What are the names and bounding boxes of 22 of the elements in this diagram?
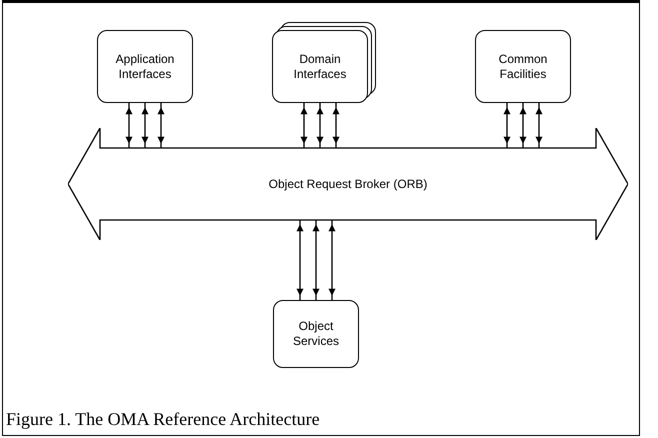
double-arrow bbox=[328, 220, 336, 300]
double-arrow bbox=[296, 220, 304, 300]
rounded-box bbox=[273, 300, 359, 368]
double-arrow bbox=[316, 103, 324, 148]
rounded-box bbox=[272, 30, 368, 103]
double-arrow bbox=[332, 103, 340, 148]
double-arrow bbox=[126, 103, 132, 148]
double-arrow bbox=[536, 103, 542, 148]
rounded-box bbox=[475, 30, 571, 103]
box-label: Object Services bbox=[292, 319, 340, 349]
double-arrow bbox=[300, 103, 308, 148]
box-label: Domain Interfaces bbox=[292, 52, 348, 82]
double-arrow bbox=[312, 220, 320, 300]
box-label: Common Facilities bbox=[498, 52, 548, 82]
band-label: Object Request Broker (ORB) bbox=[268, 176, 428, 193]
box-label: Application Interfaces bbox=[114, 52, 176, 82]
double-arrow bbox=[520, 103, 526, 148]
caption: Figure 1. The OMA Reference Architecture bbox=[6, 408, 320, 431]
double-arrow bbox=[142, 103, 148, 148]
double-arrow bbox=[158, 103, 164, 148]
rounded-box bbox=[97, 30, 193, 103]
double-arrow bbox=[504, 103, 510, 148]
